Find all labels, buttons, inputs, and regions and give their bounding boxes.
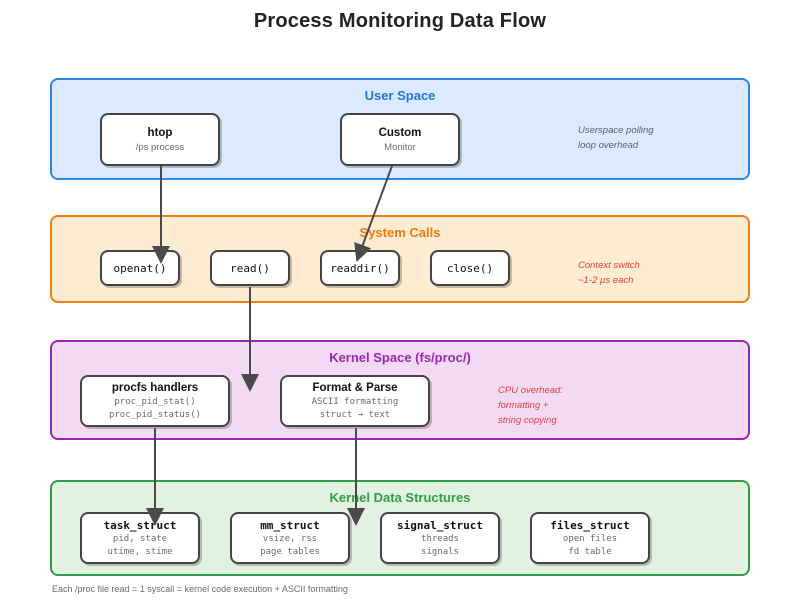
- node-task-struct-sub2: utime, stime: [107, 546, 173, 557]
- node-syscall-openat[interactable]: openat(): [100, 250, 180, 286]
- panel-title-kernel-space: Kernel Space (fs/proc/): [329, 350, 471, 365]
- note-userspace-overhead-line2: loop overhead: [578, 140, 639, 151]
- note-cpu-overhead-line1: CPU overhead:: [498, 385, 563, 396]
- node-custom-monitor-title: Custom: [378, 126, 422, 139]
- node-task-struct[interactable]: task_struct pid, state utime, stime: [80, 512, 200, 564]
- node-custom-monitor-subtitle: Monitor: [384, 141, 416, 153]
- node-signal-struct-sub2: signals: [421, 546, 459, 557]
- node-procfs-handlers-title: procfs handlers: [111, 381, 199, 394]
- node-syscall-read[interactable]: read(): [210, 250, 290, 286]
- node-files-struct-title: files_struct: [550, 518, 630, 532]
- node-files-struct[interactable]: files_struct open files fd table: [530, 512, 650, 564]
- node-mm-struct-sub1: vsize, rss: [262, 533, 318, 544]
- note-userspace-overhead: Userspace polling loop overhead: [578, 123, 654, 153]
- node-syscall-close-label: close(): [446, 261, 494, 275]
- node-format-and-parse-title: Format & Parse: [312, 381, 398, 394]
- panel-title-user-space: User Space: [364, 88, 436, 103]
- node-task-struct-sub1: pid, state: [112, 533, 168, 544]
- node-format-and-parse[interactable]: Format & Parse ASCII formatting struct →…: [280, 375, 430, 427]
- note-context-switch-line1: Context switch: [578, 260, 640, 271]
- node-signal-struct-title: signal_struct: [396, 518, 484, 532]
- node-procfs-handlers[interactable]: procfs handlers proc_pid_stat() proc_pid…: [80, 375, 230, 427]
- node-files-struct-sub1: open files: [562, 533, 618, 544]
- note-cpu-overhead: CPU overhead: formatting + string copyin…: [498, 383, 563, 428]
- panel-title-kernel-data-structures: Kernel Data Structures: [329, 490, 471, 505]
- node-syscall-readdir[interactable]: readdir(): [320, 250, 400, 286]
- node-task-struct-title: task_struct: [103, 518, 177, 532]
- node-htop[interactable]: htop /ps process: [100, 113, 220, 166]
- note-context-switch: Context switch ~1-2 µs each: [578, 258, 640, 288]
- node-mm-struct-sub2: page tables: [260, 546, 320, 557]
- node-signal-struct[interactable]: signal_struct threads signals: [380, 512, 500, 564]
- node-syscall-readdir-label: readdir(): [330, 261, 390, 275]
- node-htop-title: htop: [147, 126, 173, 139]
- node-htop-subtitle: /ps process: [135, 141, 185, 153]
- page-title: Process Monitoring Data Flow: [253, 10, 547, 32]
- note-userspace-overhead-line1: Userspace polling: [578, 125, 654, 136]
- note-cpu-overhead-line3: string copying: [498, 415, 557, 426]
- note-context-switch-line2: ~1-2 µs each: [578, 275, 634, 286]
- node-files-struct-sub2: fd table: [568, 546, 612, 557]
- node-syscall-close[interactable]: close(): [430, 250, 510, 286]
- node-mm-struct-title: mm_struct: [260, 518, 320, 532]
- node-signal-struct-sub1: threads: [421, 533, 459, 544]
- node-procfs-handlers-sub1: proc_pid_stat(): [114, 396, 196, 407]
- node-format-and-parse-sub1: ASCII formatting: [311, 396, 399, 407]
- node-custom-monitor[interactable]: Custom Monitor: [340, 113, 460, 166]
- node-syscall-openat-label: openat(): [113, 261, 167, 275]
- footer-note: Each /proc file read = 1 syscall = kerne…: [52, 584, 348, 594]
- node-mm-struct[interactable]: mm_struct vsize, rss page tables: [230, 512, 350, 564]
- note-cpu-overhead-line2: formatting +: [498, 400, 549, 411]
- panel-title-system-calls: System Calls: [359, 225, 441, 240]
- node-procfs-handlers-sub2: proc_pid_status(): [108, 409, 202, 420]
- node-syscall-read-label: read(): [230, 261, 270, 275]
- node-format-and-parse-sub2: struct → text: [319, 409, 391, 420]
